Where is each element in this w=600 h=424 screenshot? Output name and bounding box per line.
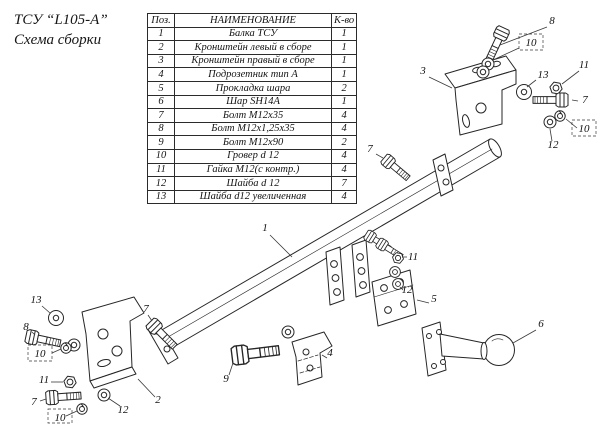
washer-icon: [476, 65, 490, 79]
washer-icon: [389, 266, 401, 278]
callout-label: 5: [431, 293, 437, 305]
callout-label: 7: [367, 143, 373, 155]
cell-name: Шайба d12 увеличенная: [174, 189, 332, 205]
drawing-title-line1: ТСУ “L105-А”: [14, 12, 108, 28]
bolt-icon: [45, 388, 82, 406]
bolt-icon: [24, 328, 63, 351]
ball-gasket-stack: [371, 269, 417, 327]
callout-label: 12: [118, 404, 130, 416]
callout-label: 11: [39, 374, 49, 386]
bolt-icon: [532, 92, 569, 108]
cell-qty: 4: [330, 189, 358, 205]
spring-washer-icon: [76, 403, 88, 415]
washer-icon: [97, 388, 111, 402]
callout-label: 8: [549, 15, 555, 27]
callout-label: 10: [55, 412, 67, 424]
nut-icon: [548, 81, 564, 95]
bolt-icon: [230, 340, 281, 367]
callout-label: 7: [582, 94, 588, 106]
nut-icon: [62, 375, 78, 389]
spring-washer-icon: [554, 110, 566, 122]
callout-label: 13: [538, 69, 550, 81]
bolt-icon: [379, 152, 413, 184]
large-washer-icon: [516, 84, 532, 100]
beam-hanger-plates: [325, 239, 371, 306]
drawing-parts: [81, 55, 517, 389]
large-washer-icon: [48, 310, 64, 326]
callout-label: 10: [35, 348, 47, 360]
tow-ball-hitch: [421, 321, 515, 377]
callout-frames: [27, 33, 597, 424]
washer-icon: [281, 325, 295, 339]
callout-label: 7: [143, 303, 149, 315]
callout-label: 10: [526, 37, 538, 49]
callout-label: 2: [155, 394, 161, 406]
beam-tube: [159, 138, 502, 350]
drawing-title-line2: Схема сборки: [14, 32, 102, 49]
drawing-title: ТСУ “L105-А” Схема сборки: [14, 10, 108, 51]
callout-label: 13: [31, 294, 43, 306]
washer-icon: [543, 115, 557, 129]
callout-label: 4: [327, 347, 333, 359]
callout-label: 3: [419, 65, 426, 77]
callout-label: 11: [408, 251, 418, 263]
callout-label: 12: [548, 139, 560, 151]
callout-label: 9: [223, 373, 229, 385]
spring-washer-icon: [60, 342, 72, 354]
callout-label: 8: [23, 321, 29, 333]
callout-label: 11: [579, 59, 589, 71]
callout-label: 10: [579, 123, 591, 135]
callout-label: 7: [31, 396, 37, 408]
beam-upper-flange: [432, 153, 454, 197]
callout-leader-lines: [31, 26, 580, 417]
callout-label: 1: [262, 222, 268, 234]
cell-position: 13: [147, 189, 175, 205]
callout-label: 6: [538, 318, 544, 330]
callout-label: 12: [402, 284, 414, 296]
socket-bracket: [291, 331, 333, 386]
callout-labels: 8 10 13 11 3 7 10 12 7 1 11 12 13 7 8 10…: [23, 15, 590, 424]
bracket-left: [81, 296, 145, 389]
